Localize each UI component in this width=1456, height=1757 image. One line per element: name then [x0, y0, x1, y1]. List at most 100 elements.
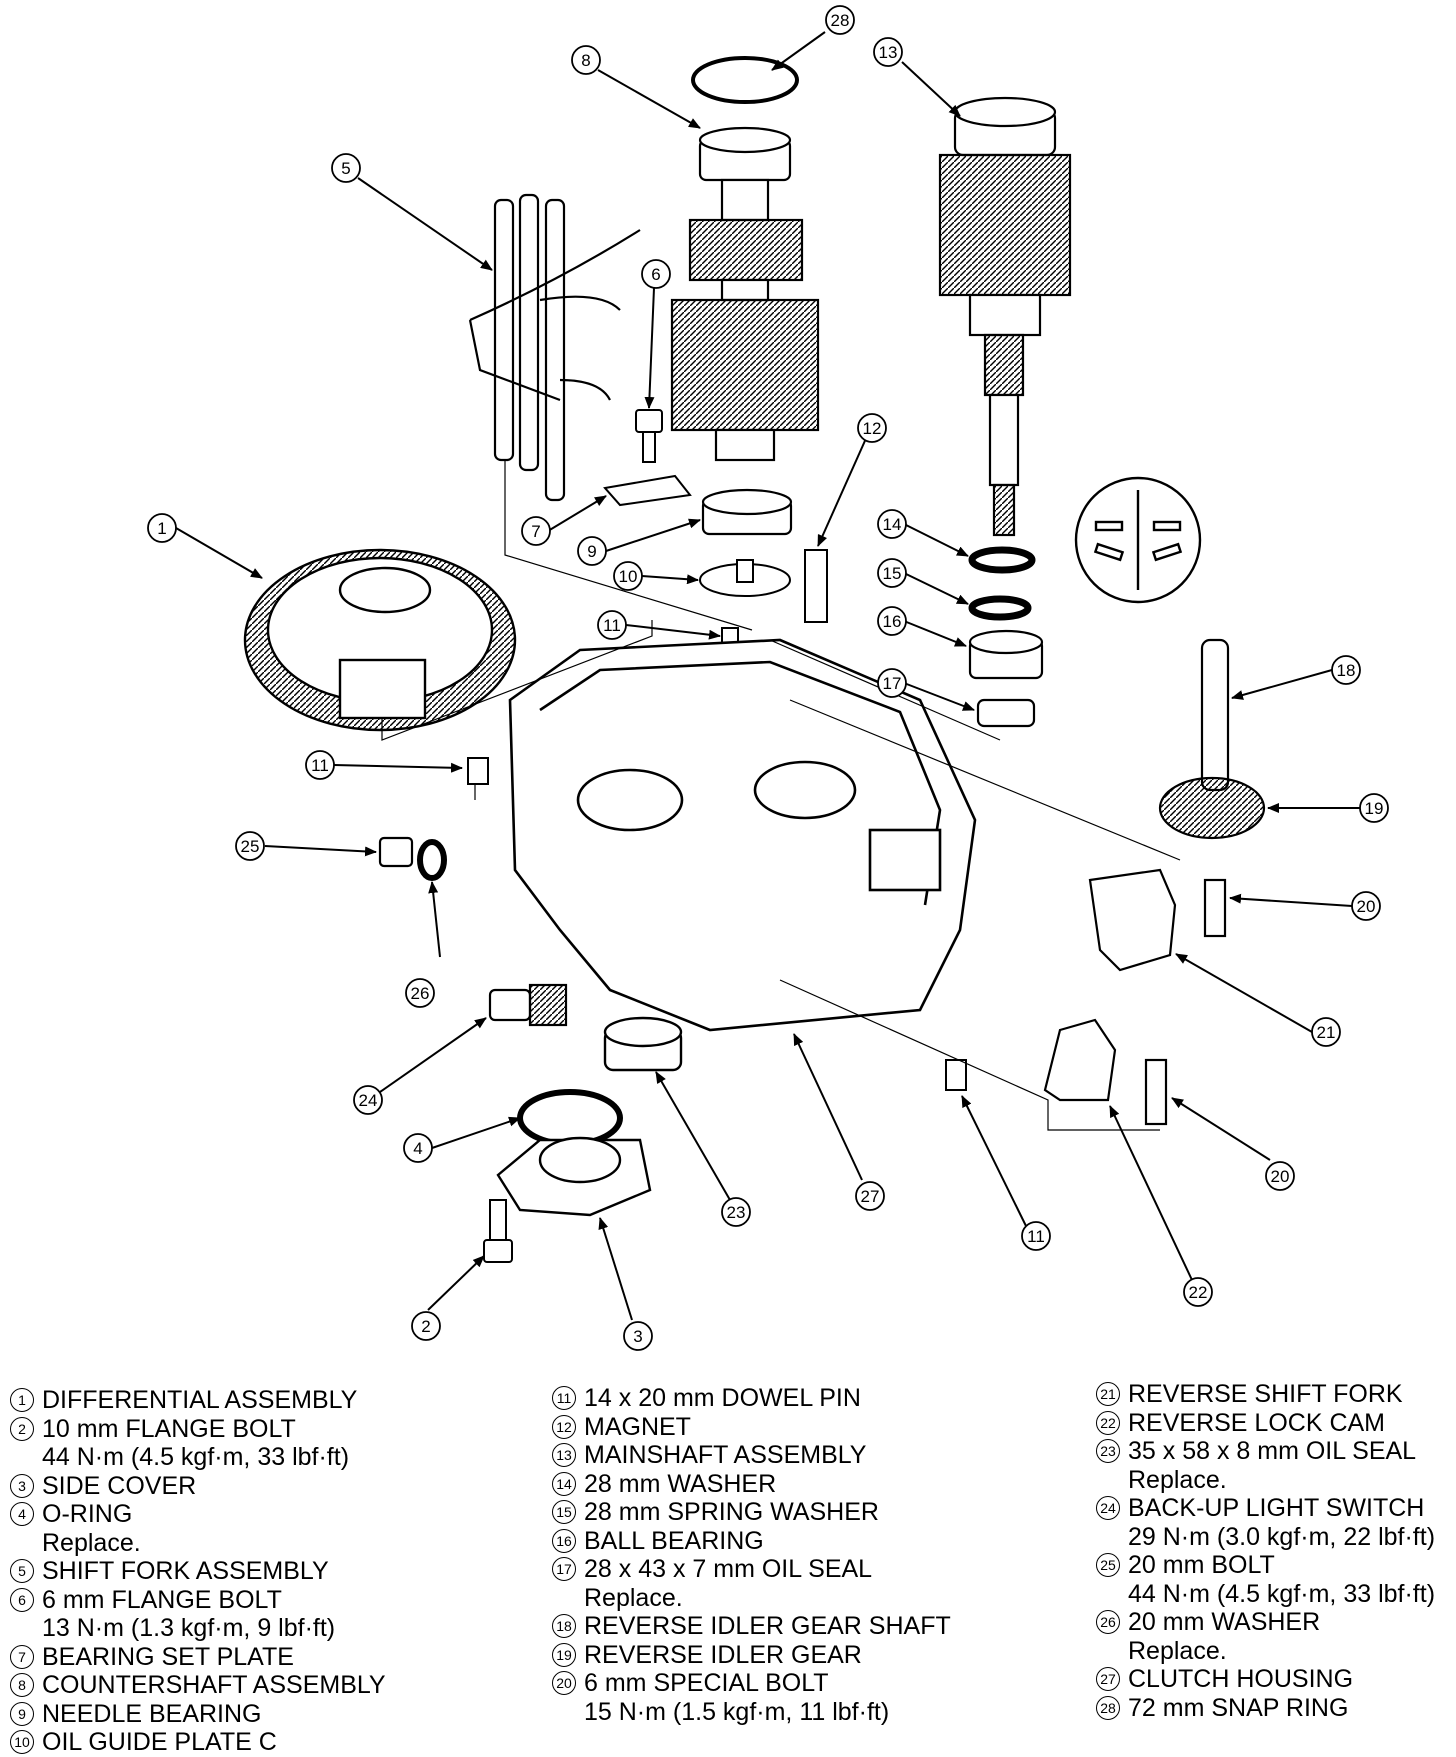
bolt-25-drawing [378, 836, 414, 868]
special-bolt-drawing [1144, 1058, 1168, 1126]
callout-19: 19 [1359, 793, 1389, 823]
callout-22: 22 [1183, 1277, 1213, 1307]
svg-text:2: 2 [421, 1317, 430, 1336]
legend-number: 6 [10, 1587, 34, 1612]
callout-25: 25 [235, 831, 265, 861]
svg-text:4: 4 [413, 1139, 422, 1158]
svg-text:19: 19 [1365, 799, 1384, 818]
svg-text:1: 1 [157, 519, 166, 538]
svg-text:12: 12 [863, 419, 882, 438]
svg-text:21: 21 [1317, 1023, 1336, 1042]
callout-20: 20 [1351, 891, 1381, 921]
callout-6: 6 [641, 259, 671, 289]
legend-label: 6 mm FLANGE BOLT [42, 1585, 282, 1614]
callout-20: 20 [1265, 1161, 1295, 1191]
legend-label: O-RING [42, 1500, 133, 1528]
legend-sublabel: Replace. [1128, 1465, 1227, 1494]
legend-sublabel: Replace. [1128, 1636, 1227, 1665]
callout-28: 28 [825, 5, 855, 35]
callout-4: 4 [403, 1133, 433, 1163]
callout-11: 11 [597, 610, 627, 640]
svg-text:27: 27 [861, 1187, 880, 1206]
callout-17: 17 [877, 668, 907, 698]
callout-8: 8 [571, 45, 601, 75]
flange-bolt-6-drawing [635, 409, 663, 463]
legend-number: 1 [10, 1388, 34, 1412]
legend-number: 28 [1096, 1695, 1120, 1720]
legend-number: 15 [552, 1500, 576, 1524]
legend-label: CLUTCH HOUSING [1128, 1665, 1354, 1693]
callout-9: 9 [577, 536, 607, 566]
svg-text:13: 13 [879, 43, 898, 62]
legend-number: 26 [1096, 1610, 1120, 1634]
callout-18: 18 [1331, 655, 1361, 685]
legend-number: 20 [552, 1671, 576, 1695]
legend-number: 25 [1096, 1553, 1120, 1577]
mainshaft-assembly-drawing [938, 96, 1072, 537]
callout-24: 24 [353, 1085, 383, 1115]
svg-text:20: 20 [1357, 897, 1376, 916]
legend-label: 20 mm WASHER [1128, 1608, 1321, 1636]
reverse-idler-shaft-drawing [1200, 638, 1230, 792]
callout-15: 15 [877, 558, 907, 588]
svg-text:17: 17 [883, 674, 902, 693]
callout-11: 11 [305, 750, 335, 780]
countershaft-assembly-drawing [670, 126, 820, 462]
legend-number: 11 [552, 1386, 576, 1410]
callout-23: 23 [721, 1197, 751, 1227]
legend-label: 20 mm BOLT [1128, 1551, 1275, 1579]
svg-text:11: 11 [603, 616, 621, 635]
svg-text:6: 6 [651, 265, 660, 284]
reverse-shift-fork-drawing [1088, 868, 1177, 972]
callout-10: 10 [613, 561, 643, 591]
clutch-housing-drawing [508, 638, 977, 1032]
o-ring-drawing [517, 1089, 623, 1147]
legend-label: REVERSE SHIFT FORK [1128, 1380, 1403, 1408]
legend-number: 3 [10, 1473, 34, 1498]
svg-text:11: 11 [1027, 1227, 1045, 1246]
legend-label: SHIFT FORK ASSEMBLY [42, 1557, 329, 1585]
legend-label: BALL BEARING [584, 1526, 764, 1555]
differential-assembly-drawing [243, 548, 517, 732]
shift-fork-assembly-drawing [468, 193, 641, 502]
svg-text:7: 7 [531, 522, 540, 541]
legend-label: REVERSE IDLER GEAR [584, 1640, 862, 1669]
svg-text:28: 28 [831, 11, 850, 30]
legend-number: 8 [10, 1673, 34, 1697]
svg-text:5: 5 [341, 159, 350, 178]
svg-text:16: 16 [883, 612, 902, 631]
side-cover-drawing [496, 1136, 652, 1217]
legend-label: 72 mm SNAP RING [1128, 1693, 1349, 1722]
callout-5: 5 [331, 153, 361, 183]
callout-3: 3 [623, 1321, 653, 1351]
exploded-view-diagram: 28 8 13 5 6 12 1 7 9 10 11 14 15 16 17 1… [147, 5, 1389, 1351]
svg-text:8: 8 [581, 51, 590, 70]
legend-label: 28 x 43 x 7 mm OIL SEAL [584, 1555, 873, 1583]
svg-text:25: 25 [241, 837, 260, 856]
snap-ring-drawing [691, 56, 799, 104]
oil-guide-plate-drawing [699, 559, 791, 597]
svg-text:24: 24 [359, 1091, 378, 1110]
legend-number: 23 [1096, 1439, 1120, 1463]
legend-number: 18 [552, 1614, 576, 1638]
callout-11: 11 [1021, 1221, 1051, 1251]
legend-label: BEARING SET PLATE [42, 1642, 294, 1671]
svg-text:11: 11 [311, 756, 329, 775]
